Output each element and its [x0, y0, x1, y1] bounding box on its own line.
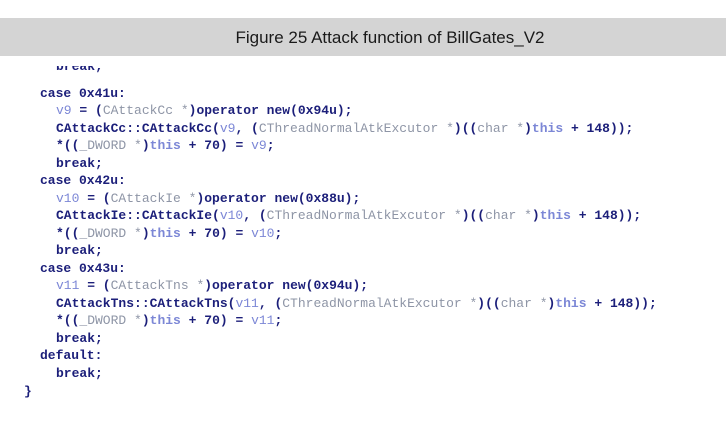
code-token: CThreadNormalAtkExcutor *: [282, 296, 478, 311]
code-token: default:: [40, 348, 103, 363]
code-line: }: [24, 383, 32, 400]
code-token: = (: [79, 191, 111, 206]
code-line: CAttackIe::CAttackIe(v10, (CThreadNormal…: [56, 207, 641, 224]
code-line: break;: [56, 155, 103, 172]
code-token: break;: [56, 156, 103, 171]
code-line: break;: [56, 365, 103, 382]
code-token: this: [555, 296, 587, 311]
code-token: *((: [56, 138, 80, 153]
code-line: case 0x42u:: [40, 172, 126, 189]
code-token: v9: [251, 138, 267, 153]
code-token: this: [539, 208, 571, 223]
code-token: v9: [219, 121, 236, 136]
code-token: v9: [56, 103, 72, 118]
code-token: = (: [71, 103, 103, 118]
code-token: )((: [453, 121, 478, 136]
code-token: CAttackCc::CAttackCc(: [56, 121, 220, 136]
code-token: v10: [56, 191, 80, 206]
figure-caption-bar: Figure 25 Attack function of BillGates_V…: [0, 18, 726, 56]
code-token: this: [149, 313, 181, 328]
code-line: break;: [56, 330, 103, 347]
code-token: }: [24, 384, 32, 399]
code-token: + 70) =: [180, 226, 252, 241]
code-token: v10: [219, 208, 244, 223]
code-token: , (: [243, 208, 267, 223]
code-token: + 148));: [570, 208, 642, 223]
code-token: *((: [56, 226, 80, 241]
code-line: case 0x41u:: [40, 85, 126, 102]
code-token: this: [149, 138, 181, 153]
code-token: _DWORD *: [79, 226, 142, 241]
code-line: *((_DWORD *)this + 70) = v9;: [56, 137, 275, 154]
code-token: , (: [258, 296, 283, 311]
code-token: v11: [251, 313, 275, 328]
code-line: case 0x43u:: [40, 260, 126, 277]
code-token: ): [141, 313, 150, 328]
code-line: CAttackTns::CAttackTns(v11, (CThreadNorm…: [56, 295, 657, 312]
code-token: v11: [56, 278, 80, 293]
figure-caption: Figure 25 Attack function of BillGates_V…: [235, 28, 545, 47]
code-token: *((: [56, 313, 80, 328]
code-token: )operator new(0x94u);: [188, 103, 353, 118]
code-token: = (: [79, 278, 111, 293]
code-token: ;: [266, 138, 275, 153]
code-line: v10 = (CAttackIe *)operator new(0x88u);: [56, 190, 360, 207]
code-token: + 70) =: [180, 313, 252, 328]
code-token: case 0x42u:: [40, 173, 126, 188]
code-token: ): [141, 138, 150, 153]
code-token: + 148));: [586, 296, 657, 311]
code-line: CAttackCc::CAttackCc(v9, (CThreadNormalA…: [56, 120, 633, 137]
code-line: default:: [40, 347, 102, 364]
code-token: )operator new(0x88u);: [196, 191, 361, 206]
code-line: break;: [56, 66, 103, 75]
code-token: this: [149, 226, 181, 241]
code-token: CAttackCc *: [102, 103, 189, 118]
code-token: ): [531, 208, 540, 223]
code-token: _DWORD *: [79, 138, 142, 153]
code-token: case 0x41u:: [40, 86, 126, 101]
code-token: )((: [461, 208, 486, 223]
code-token: v10: [251, 226, 275, 241]
code-token: )((: [477, 296, 501, 311]
code-line: break;: [56, 242, 103, 259]
code-token: v11: [235, 296, 259, 311]
code-token: CThreadNormalAtkExcutor *: [258, 121, 454, 136]
code-token: _DWORD *: [79, 313, 142, 328]
code-token: + 70) =: [180, 138, 252, 153]
code-token: break;: [56, 66, 103, 74]
code-token: )operator new(0x94u);: [204, 278, 369, 293]
code-token: + 148));: [563, 121, 634, 136]
decompiled-code-block: break;case 0x41u:v9 = (CAttackCc *)opera…: [0, 66, 726, 416]
code-token: char *: [485, 208, 532, 223]
code-token: CAttackTns *: [110, 278, 205, 293]
code-token: CAttackTns::CAttackTns(: [56, 296, 236, 311]
code-token: ): [141, 226, 150, 241]
code-line: *((_DWORD *)this + 70) = v11;: [56, 312, 282, 329]
code-token: ;: [274, 313, 283, 328]
code-token: ): [547, 296, 556, 311]
code-line: v11 = (CAttackTns *)operator new(0x94u);: [56, 277, 368, 294]
code-token: this: [531, 121, 564, 136]
code-token: CThreadNormalAtkExcutor *: [266, 208, 462, 223]
code-token: break;: [56, 366, 103, 381]
code-token: CAttackIe::CAttackIe(: [56, 208, 220, 223]
code-token: break;: [56, 243, 103, 258]
code-line: *((_DWORD *)this + 70) = v10;: [56, 225, 282, 242]
code-line: v9 = (CAttackCc *)operator new(0x94u);: [56, 102, 352, 119]
code-token: ;: [274, 226, 283, 241]
code-token: ): [524, 121, 532, 136]
code-token: case 0x43u:: [40, 261, 126, 276]
code-token: , (: [235, 121, 259, 136]
code-token: char *: [477, 121, 525, 136]
code-token: char *: [500, 296, 548, 311]
code-token: CAttackIe *: [110, 191, 197, 206]
code-token: break;: [56, 331, 103, 346]
